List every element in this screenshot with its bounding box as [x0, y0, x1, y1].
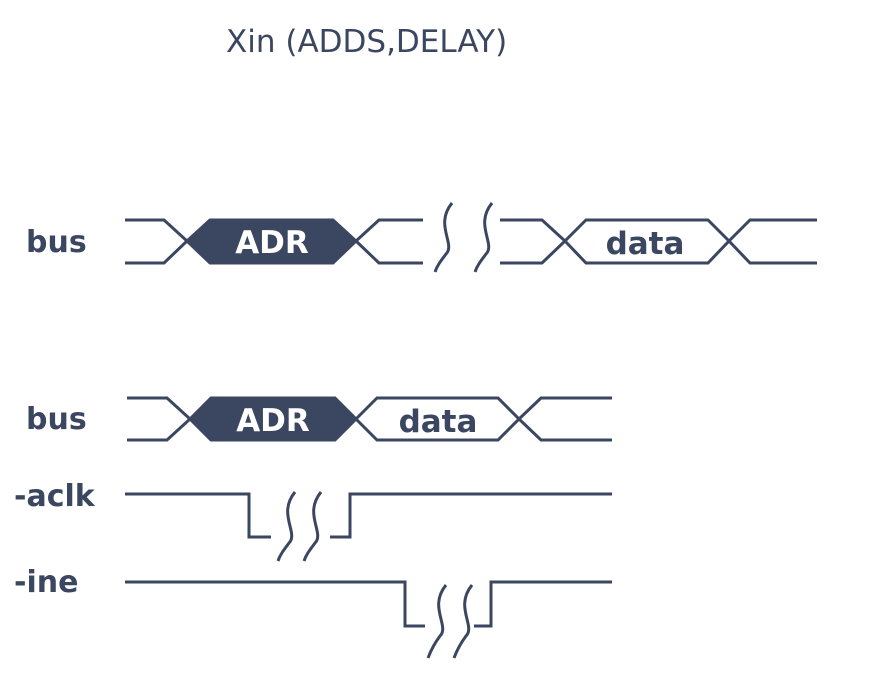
aclk-break-mark-right: [302, 491, 323, 562]
top-break-mark-left: [433, 202, 454, 273]
top-bus-lead-in: [125, 218, 190, 265]
bottom-data-label: data: [399, 404, 478, 440]
ine-waveform-right: [474, 580, 612, 628]
aclk-waveform-left: [125, 492, 271, 539]
top-bus-pre-break: [353, 218, 423, 265]
top-adr-label: ADR: [235, 225, 309, 261]
ine-break-mark-right: [452, 584, 474, 659]
aclk-waveform-right: [330, 492, 612, 539]
diagram-title: Xin (ADDS,DELAY): [226, 24, 507, 60]
top-bus-tail: [726, 218, 817, 265]
bottom-adr-label: ADR: [236, 403, 310, 439]
top-bus-post-break: [500, 218, 568, 265]
bottom-bus-timing: bus ADR data: [26, 396, 612, 442]
ine-timing: -ine: [14, 565, 612, 659]
aclk-break-mark-left: [276, 491, 297, 562]
top-data-label: data: [606, 226, 685, 262]
aclk-label: -aclk: [14, 479, 96, 514]
bottom-bus-tail: [516, 396, 612, 442]
aclk-timing: -aclk: [14, 479, 612, 562]
bottom-bus-lead-in: [127, 396, 193, 442]
ine-waveform-left: [125, 580, 425, 628]
ine-label: -ine: [14, 565, 78, 600]
top-bus-timing: bus ADR data: [26, 202, 817, 273]
bottom-bus-label: bus: [26, 402, 87, 437]
ine-break-mark-left: [426, 584, 448, 659]
top-break-mark-right: [473, 202, 494, 273]
top-bus-label: bus: [26, 225, 87, 260]
